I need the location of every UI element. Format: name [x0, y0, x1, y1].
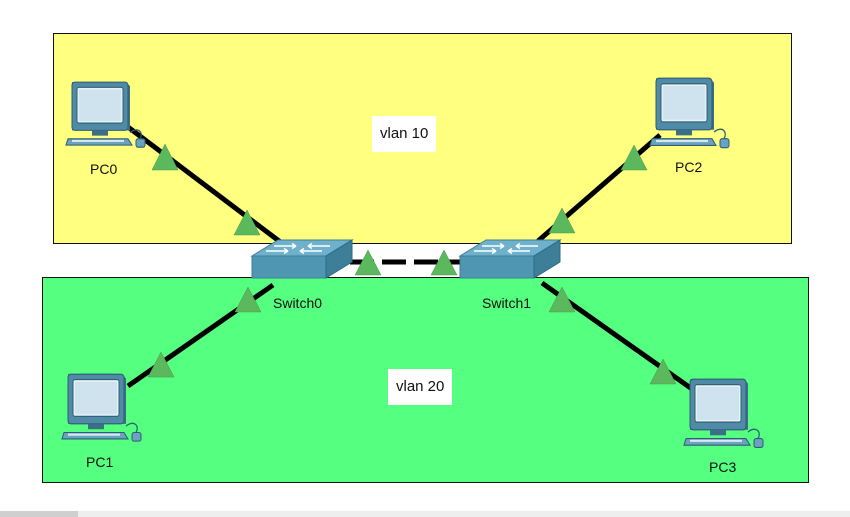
link-indicator-switch1-upper [548, 207, 576, 234]
pc0-computer-icon[interactable] [65, 81, 146, 148]
link-indicator-switch0-lower [234, 286, 262, 313]
pc3-computer-icon[interactable] [683, 378, 764, 449]
link-indicator-switch1-lower [548, 286, 576, 313]
switch0-switch-icon[interactable] [251, 239, 353, 279]
link-pc0-switch0 [126, 125, 285, 246]
pc0-label: PC0 [90, 161, 118, 177]
link-indicator-pc1 [147, 351, 175, 378]
pc1-label: PC1 [86, 454, 114, 470]
link-indicator-switch0-trunk [354, 249, 382, 276]
vlan-20-label: vlan 20 [388, 369, 453, 405]
pc2-label: PC2 [675, 159, 703, 175]
horizontal-scrollbar-thumb[interactable] [0, 511, 78, 517]
switch1-label: Switch1 [482, 295, 532, 311]
link-indicator-pc2 [620, 144, 648, 171]
pc2-computer-icon[interactable] [649, 77, 730, 149]
link-indicator-pc0 [151, 143, 179, 171]
link-indicator-pc3 [649, 358, 677, 385]
switch0-label: Switch0 [273, 295, 323, 311]
horizontal-scrollbar-track[interactable] [0, 511, 850, 517]
link-indicator-switch1-trunk [430, 249, 458, 276]
switch1-switch-icon[interactable] [459, 239, 561, 279]
vlan-10-label: vlan 10 [372, 116, 437, 152]
pc3-label: PC3 [709, 459, 737, 475]
link-indicator-switch0-upper [233, 209, 261, 236]
